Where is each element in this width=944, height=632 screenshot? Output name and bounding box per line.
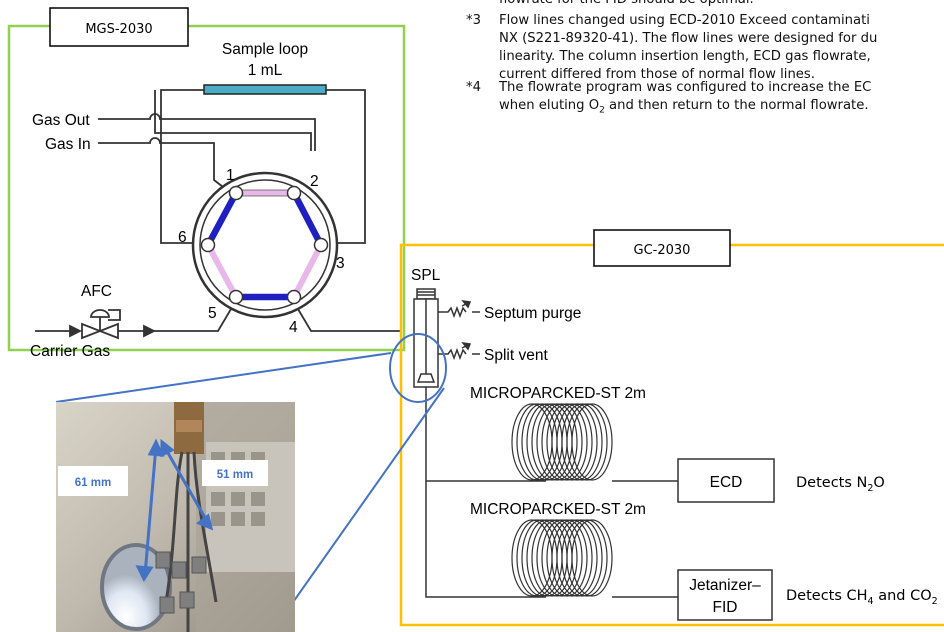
callout-line-bottom	[271, 387, 445, 632]
column1-coil	[511, 403, 613, 481]
fid-box	[677, 569, 773, 621]
mgs-box	[7, 24, 406, 352]
gas-lines	[98, 113, 316, 191]
port-label-5: 5	[208, 305, 217, 322]
gc-label-box	[593, 229, 731, 267]
note-3-line-4: current differed from those of normal fl…	[499, 67, 815, 82]
port-label-2: 2	[310, 173, 319, 190]
port-label-4: 4	[289, 319, 298, 336]
note-3-line-3: linearity. The column insertion length, …	[499, 49, 871, 64]
gc-box	[399, 243, 944, 627]
note-4-line-2: when eluting O2 and then return to the n…	[499, 98, 869, 116]
septum-purge-label: Septum purge	[484, 305, 581, 322]
loop-lines	[154, 89, 366, 244]
port-label-6: 6	[178, 229, 187, 246]
note-previous-text: flowrate for the FID should be optimal.	[466, 0, 944, 9]
spl-label: SPL	[411, 267, 441, 284]
carrier-line	[35, 308, 402, 340]
gc-label: GC-2030	[634, 243, 691, 258]
ecd-detects: Detects N2O	[796, 475, 885, 494]
fid-label-line2: FID	[713, 599, 738, 616]
photo-label-51mm: 51 mm	[217, 469, 253, 481]
fid-detects: Detects CH4 and CO2	[786, 588, 938, 607]
mgs-label: MGS-2030	[85, 22, 152, 37]
gas-in-label: Gas In	[45, 136, 91, 153]
injector-photo: 61 mm 51 mm	[56, 402, 295, 632]
sample-loop-title: Sample loop	[222, 41, 308, 58]
note-3-line-2: NX (S221-89320-41). The flow lines were …	[499, 31, 878, 46]
note-3: *3 Flow lines changed using ECD-2010 Exce…	[466, 12, 944, 84]
valve	[191, 171, 339, 319]
note-previous-tail: flowrate for the FID should be optimal.	[466, 0, 944, 9]
note-4: *4 The flowrate program was configured to…	[466, 79, 944, 118]
ecd-label: ECD	[710, 474, 743, 491]
fid-label-line1: Jetanizer–	[689, 577, 761, 594]
zoom-circle	[389, 333, 447, 403]
ecd-box	[677, 458, 775, 503]
column1-label: MICROPARCKED-ST 2m	[470, 385, 646, 402]
note-3-number: *3	[466, 13, 481, 28]
spl-injector	[413, 288, 678, 598]
note-4-line-1: The flowrate program was configured to i…	[499, 80, 872, 95]
gas-out-label: Gas Out	[32, 112, 90, 129]
footnotes: flowrate for the FID should be optimal. …	[466, 0, 944, 118]
sample-loop-tube	[203, 84, 327, 95]
afc-label: AFC	[81, 283, 112, 300]
photo-label-61mm: 61 mm	[75, 477, 111, 489]
split-vent-label: Split vent	[484, 347, 548, 364]
callout-line-top	[55, 352, 392, 403]
port-label-3: 3	[336, 255, 345, 272]
column2-coil	[511, 519, 613, 597]
column2-label: MICROPARCKED-ST 2m	[470, 501, 646, 518]
note-3-line-1: Flow lines changed using ECD-2010 Exceed…	[499, 13, 870, 28]
mgs-label-box	[49, 7, 189, 47]
sample-loop-volume: 1 mL	[248, 62, 283, 79]
port-label-1: 1	[226, 167, 235, 184]
note-4-number: *4	[466, 80, 481, 95]
carrier-gas-label: Carrier Gas	[30, 343, 110, 360]
